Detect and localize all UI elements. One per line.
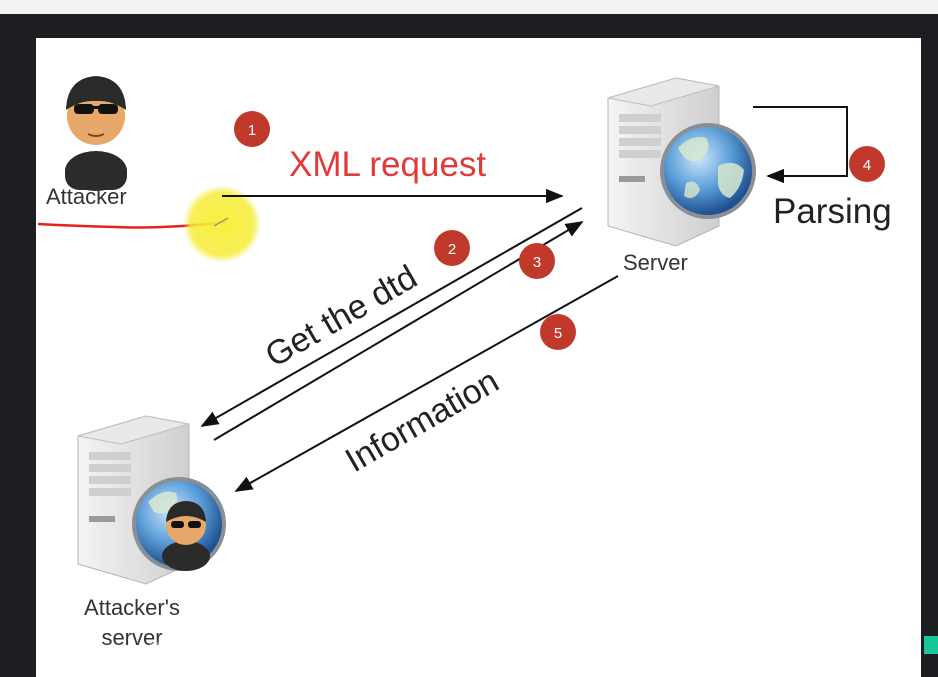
svg-text:1: 1 — [248, 122, 256, 139]
slide: Attacker 1 XML request Server 4 Parsing — [36, 38, 921, 677]
side-tab — [924, 636, 938, 654]
window-top-bar — [0, 0, 938, 14]
attacker-label: Attacker — [46, 184, 127, 209]
video-subtitle: 回利用：任意文件读取（无回显） — [146, 638, 792, 677]
arrow-parsing-loop — [753, 106, 848, 184]
cursor-highlight-icon — [183, 185, 261, 263]
attackers-server-label-line2: server — [101, 625, 162, 650]
server-label: Server — [623, 250, 688, 275]
information-label: Information — [339, 362, 505, 480]
step-badge-5: 5 — [540, 314, 576, 350]
attacker-icon — [65, 76, 127, 191]
get-the-dtd-label: Get the dtd — [259, 258, 424, 375]
arrow-get-dtd — [200, 207, 583, 427]
attackers-server-icon — [77, 415, 226, 585]
step-badge-3: 3 — [519, 243, 555, 279]
svg-text:2: 2 — [448, 241, 456, 258]
svg-text:3: 3 — [533, 254, 541, 271]
attackers-server-label-line1: Attacker's — [84, 595, 180, 620]
diagram-canvas: Attacker 1 XML request Server 4 Parsing — [37, 76, 892, 650]
xml-request-label: XML request — [289, 145, 486, 184]
parsing-label: Parsing — [773, 192, 892, 231]
step-badge-4: 4 — [849, 146, 885, 182]
step-badge-2: 2 — [434, 230, 470, 266]
step-badge-1: 1 — [234, 111, 270, 147]
svg-text:4: 4 — [863, 157, 871, 174]
svg-text:5: 5 — [554, 325, 562, 342]
server-globe-icon — [607, 77, 756, 247]
arrow-information — [234, 275, 619, 492]
